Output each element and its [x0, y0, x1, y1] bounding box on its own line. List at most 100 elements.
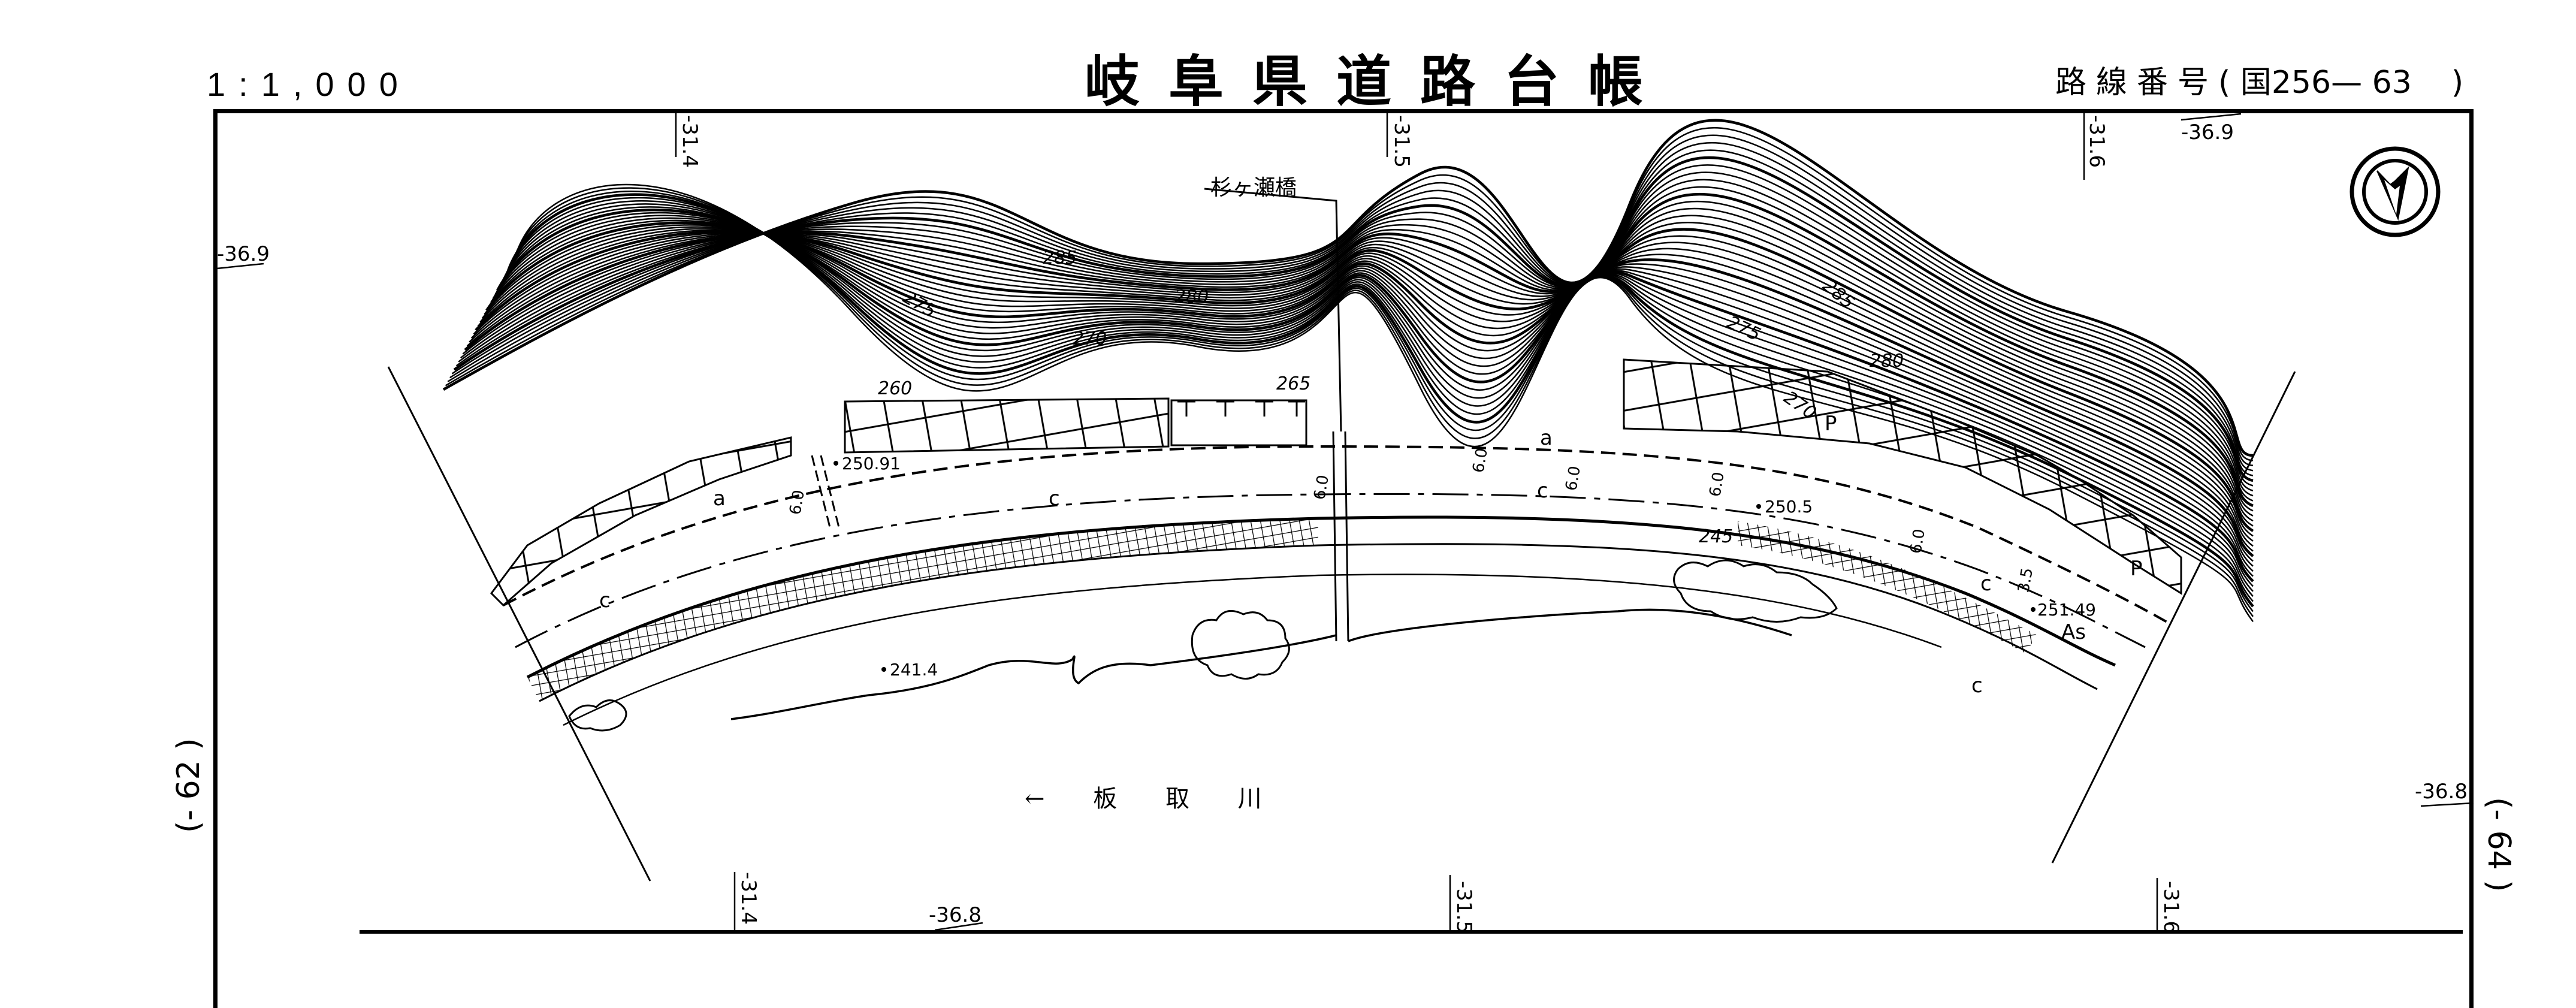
map-line-work — [1756, 504, 1761, 509]
boundary-left — [387, 366, 651, 882]
contour-label: 285 — [1043, 248, 1077, 268]
grid-label-top-4: -36.9 — [2181, 120, 2234, 144]
slope-area-right — [1623, 358, 2182, 595]
contour-line — [485, 221, 2254, 557]
grid-ticks — [216, 113, 2474, 931]
grid-label-top-1: -31.4 — [678, 115, 702, 168]
contour-line — [473, 222, 2254, 527]
shrub-center — [1191, 609, 1290, 680]
contour-line — [475, 228, 2254, 532]
contour-line — [466, 200, 2254, 512]
map-line-work — [2349, 146, 2441, 237]
contour-line — [442, 119, 2254, 457]
wall-block — [1170, 399, 1307, 446]
grid-labels: -31.4 -31.5 -31.6 -36.9 -36.9 -36.8 -31.… — [217, 115, 2468, 934]
map-line-work — [1348, 608, 1792, 642]
road-width: 3.5 — [2015, 566, 2037, 594]
surface-code: P — [2130, 557, 2143, 581]
contour-line — [470, 215, 2254, 522]
map-line-work — [833, 461, 838, 466]
contour-label: 280 — [1174, 286, 1209, 307]
spot-height: 250.91 — [842, 454, 901, 473]
contour-label: 270 — [1073, 328, 1107, 349]
map-line-work — [934, 922, 983, 931]
map-line-work — [811, 455, 831, 528]
contour-label: 245 — [1699, 526, 1733, 547]
map-line-work — [1332, 431, 1337, 642]
contour-line — [460, 179, 2254, 497]
route-close-paren: ) — [2451, 65, 2464, 101]
route-label: 路線番号 — [2055, 65, 2219, 101]
contour-line — [477, 229, 2254, 537]
page-title: 岐阜県道路台帳 — [1085, 50, 1672, 114]
contour-line — [445, 127, 2254, 461]
contour-line — [458, 171, 2254, 492]
surface-code: c — [1980, 572, 1992, 596]
river-label: ← 板 取 川 — [1025, 785, 1282, 813]
contour-line — [499, 206, 2254, 587]
road-width: 6.0 — [1706, 470, 1728, 498]
road — [503, 445, 2170, 726]
contour-line — [496, 209, 2254, 583]
slope-area-left — [490, 436, 792, 607]
contour-line — [503, 200, 2254, 597]
contour-line — [505, 197, 2254, 602]
contour-line — [490, 217, 2254, 567]
contour-line — [492, 215, 2254, 572]
surface-code: c — [1537, 479, 1548, 503]
map-line-work — [820, 455, 840, 528]
retaining-wall — [1170, 399, 1307, 446]
north-arrow-icon — [2349, 146, 2441, 237]
contour-line — [464, 193, 2254, 508]
map-line-work — [2384, 180, 2400, 215]
grid-label-bottom-1: -31.4 — [736, 872, 760, 925]
slope-hatching — [490, 358, 2182, 607]
map-line-work — [2362, 159, 2428, 225]
shrub-right — [1673, 559, 1838, 623]
sheet-boundary — [387, 366, 2296, 882]
surface-code: a — [713, 487, 726, 511]
grid-label-top-3: -31.6 — [2085, 115, 2109, 168]
road-centerline — [515, 493, 2146, 648]
contour-line — [455, 164, 2254, 487]
road-width-labels: 6.0 6.0 6.0 6.0 6.0 6.0 3.5 — [786, 446, 2037, 594]
map-line-work — [2181, 113, 2242, 121]
surface-code: c — [1049, 487, 1060, 511]
contour-label: 265 — [1276, 373, 1310, 394]
bridge — [811, 188, 1349, 642]
grid-label-bottom-4: -31.6 — [2159, 881, 2183, 934]
contour-line — [469, 207, 2254, 517]
grid-label-left: -36.9 — [217, 242, 270, 266]
grid-label-right: -36.8 — [2415, 780, 2468, 804]
contour-line — [462, 186, 2254, 502]
contour-line — [501, 203, 2254, 592]
map-line-work — [2031, 607, 2036, 612]
slope-area-center-left — [844, 397, 1170, 454]
bridge-leader-line — [1204, 188, 1342, 432]
route-number-value: 国256— 63 — [2240, 65, 2412, 101]
map-line-work — [1344, 431, 1349, 642]
map-line-work — [216, 262, 264, 270]
river-bank — [563, 574, 1942, 726]
spot-height: 251.49 — [2037, 600, 2096, 620]
route-number: 路線番号( 国256— 63 ) — [2055, 57, 2463, 102]
shrub-left — [568, 699, 627, 732]
revetment-right — [1738, 521, 2037, 653]
surface-codes: a c c c a P c As c P — [599, 412, 2143, 698]
road-width: 6.0 — [1562, 464, 1584, 492]
grid-label-bottom-3: -31.5 — [1452, 881, 1476, 934]
contour-line — [488, 219, 2254, 562]
route-open-paren: ( — [2218, 65, 2231, 101]
map-scale: 1:1,000 — [207, 65, 411, 103]
road-width: 6.0 — [786, 488, 808, 516]
map-frame-bottom — [360, 930, 2463, 934]
contour-lines — [442, 119, 2254, 622]
contour-line — [481, 226, 2254, 547]
contour-label: 285 — [1819, 275, 1858, 313]
spot-heights: 250.91 250.5 251.49 241.4 — [833, 454, 2096, 680]
contour-line — [479, 228, 2254, 542]
contour-line — [494, 212, 2254, 577]
grid-label-bottom-2: -36.8 — [929, 903, 982, 927]
contour-label: 280 — [1870, 351, 1904, 372]
surface-code: a — [1540, 426, 1553, 450]
